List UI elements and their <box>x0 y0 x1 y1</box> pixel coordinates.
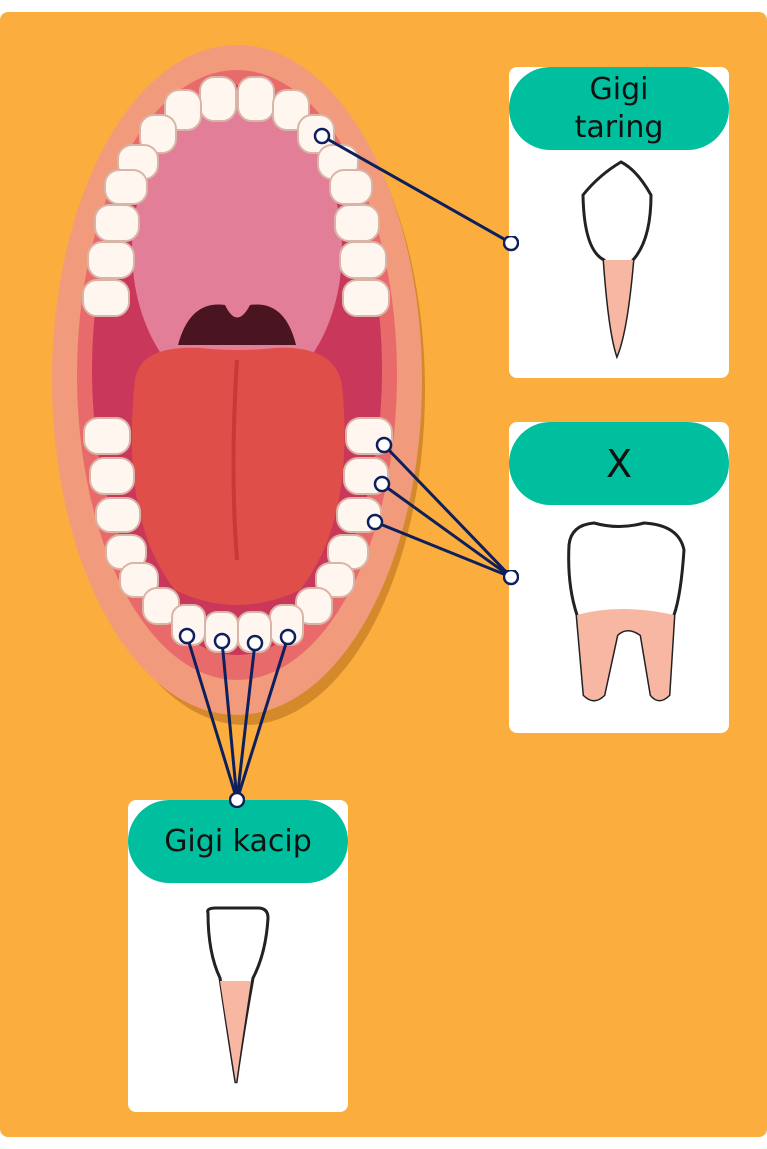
canine-label-line2: taring <box>574 109 664 145</box>
molar-card: X <box>509 422 729 733</box>
molar-tooth-icon <box>567 521 686 702</box>
canine-label-line1: Gigi <box>589 71 649 107</box>
incisor-pointer-dot <box>229 792 245 808</box>
throat <box>178 304 296 345</box>
palate <box>132 100 342 400</box>
tongue-groove <box>231 359 239 561</box>
canine-tooth-icon <box>581 160 653 360</box>
upper-teeth <box>82 76 390 317</box>
incisor-card: Gigi kacip <box>128 800 348 1112</box>
incisor-label: Gigi kacip <box>128 800 348 883</box>
molar-label: X <box>509 422 729 505</box>
pointer-dots <box>178 127 393 652</box>
canine-pointer-dot <box>503 236 519 252</box>
tongue <box>131 347 345 605</box>
molar-pointer-dot <box>503 570 519 586</box>
pointer-lines <box>185 134 513 801</box>
incisor-tooth-icon <box>206 906 270 1084</box>
